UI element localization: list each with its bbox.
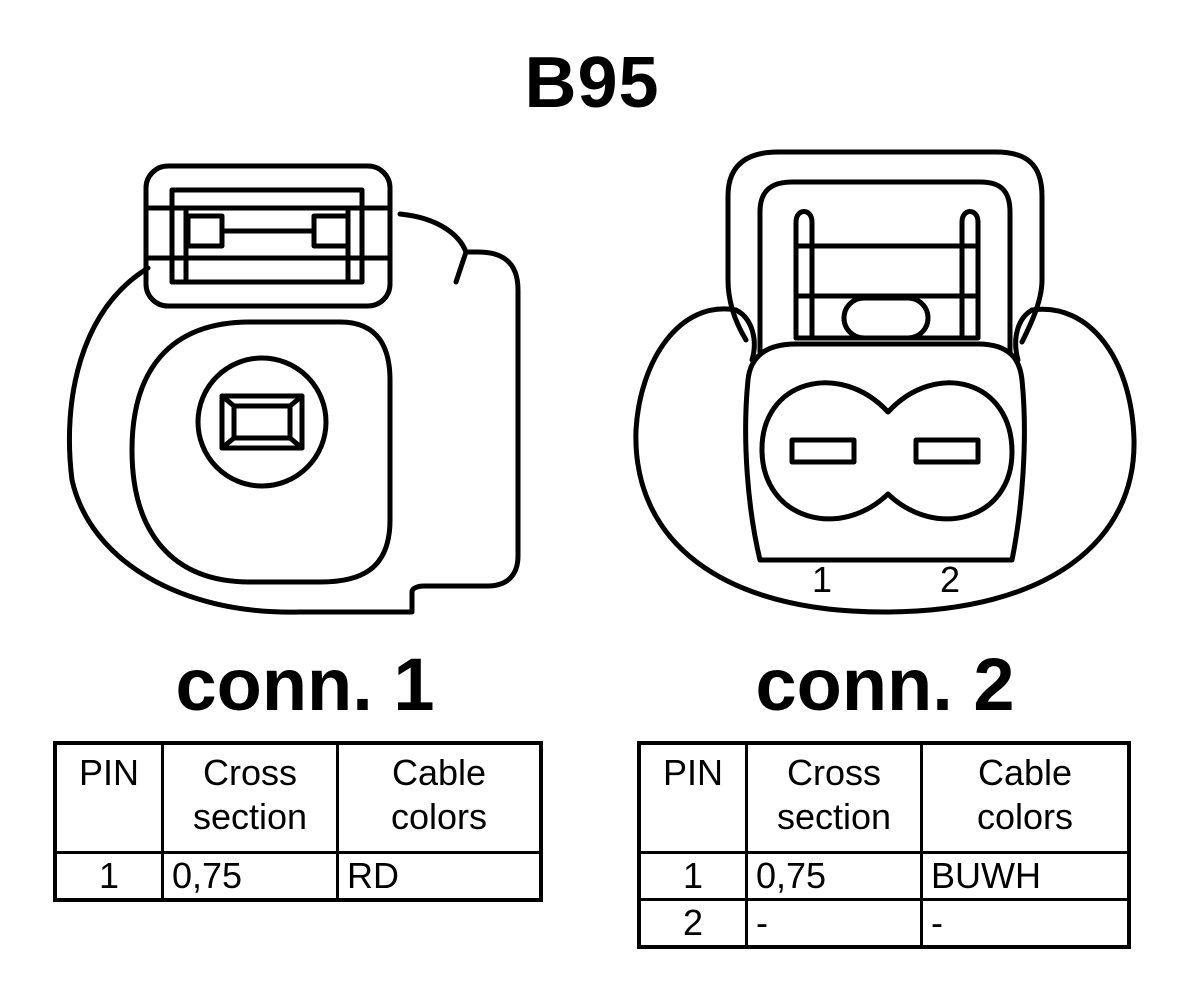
table-header-row: PIN Cross section Cable colors	[53, 741, 543, 854]
cross-section-cell: 0,75	[745, 851, 923, 901]
connector-1-latch-inner	[169, 187, 365, 285]
table-row: 1 0,75 BUWH	[637, 851, 1131, 901]
connector-1-housing	[66, 211, 521, 615]
header-cable-colors: Cable colors	[920, 741, 1131, 854]
cross-section-cell: -	[745, 898, 923, 949]
connector-2-bracket-inner	[757, 179, 1013, 355]
connector-2-pin-1-slot	[789, 437, 857, 465]
connector-2-cavity	[759, 380, 1015, 522]
connector-1-drawing	[66, 163, 521, 615]
table-row: 2 - -	[637, 898, 1131, 949]
pin-cell: 1	[53, 851, 164, 902]
connector-2-pin-1-label: 1	[812, 559, 832, 600]
connector-1-label: conn. 1	[175, 643, 435, 726]
connector-1-terminal-circle	[195, 355, 329, 489]
connector-2-pin-2-slot	[913, 437, 981, 465]
cross-section-cell: 0,75	[161, 851, 339, 902]
connector-1-terminal	[219, 393, 305, 451]
header-pin: PIN	[53, 741, 164, 854]
cable-color-cell: RD	[336, 851, 543, 902]
connector-2-housing	[633, 306, 1137, 615]
cable-color-cell: BUWH	[920, 851, 1131, 901]
header-pin: PIN	[637, 741, 748, 854]
connector-2-label: conn. 2	[755, 643, 1015, 726]
connector-2-drawing	[633, 149, 1137, 615]
table-header-row: PIN Cross section Cable colors	[637, 741, 1131, 854]
diagram-title: B95	[524, 43, 660, 123]
connector-2-bracket	[725, 149, 1045, 345]
connector-1-latch	[143, 163, 393, 309]
connector-2-pin-2-label: 2	[940, 559, 960, 600]
connector-2-latch-oval	[841, 295, 931, 341]
pin-cell: 2	[637, 898, 748, 949]
pin-cell: 1	[637, 851, 748, 901]
connector-2-face	[743, 341, 1027, 563]
header-cross-section: Cross section	[161, 741, 339, 854]
cable-color-cell: -	[920, 898, 1131, 949]
header-cross-section: Cross section	[745, 741, 923, 854]
header-cable-colors: Cable colors	[336, 741, 543, 854]
connector-2-pin-table: PIN Cross section Cable colors 1 0,75 BU…	[637, 741, 1131, 949]
connector-1-face	[129, 319, 393, 585]
connector-1-pin-table: PIN Cross section Cable colors 1 0,75 RD	[53, 741, 543, 902]
connector-1-notch	[453, 249, 469, 285]
table-row: 1 0,75 RD	[53, 851, 543, 902]
